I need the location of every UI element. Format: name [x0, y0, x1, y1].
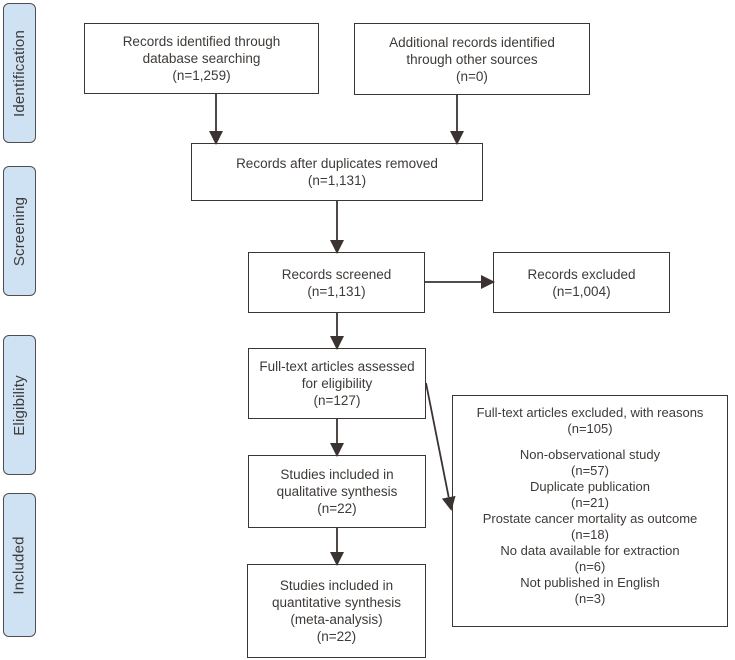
box-records-excluded: Records excluded (n=1,004) — [493, 252, 670, 313]
box-fulltext-assessed: Full-text articles assessed for eligibil… — [248, 348, 426, 419]
stage-label-included: Included — [3, 493, 36, 637]
stage-label-included-text: Included — [11, 535, 28, 595]
exclusion-reason-count: (n=57) — [571, 463, 609, 478]
exclusion-reason-label: No data available for extraction — [500, 543, 680, 558]
stage-label-screening: Screening — [3, 166, 36, 296]
exclusion-reason-item: Not published in English (n=3) — [453, 575, 727, 607]
box-quantitative-synthesis-text: Studies included in quantitative synthes… — [271, 578, 402, 644]
box-records-identified-text: Records identified through database sear… — [122, 34, 281, 83]
box-additional-records-text: Additional records identified through ot… — [389, 34, 555, 84]
box-records-excluded-text: Records excluded (n=1,004) — [527, 266, 636, 299]
stage-label-identification-text: Identification — [11, 29, 28, 117]
exclusion-reason-label: Non-observational study — [519, 447, 661, 462]
box-records-screened-text: Records screened (n=1,131) — [281, 266, 392, 299]
exclusion-reason-count: (n=6) — [574, 559, 606, 574]
exclusion-reason-count: (n=3) — [574, 591, 606, 606]
exclusion-reason-item: Non-observational study (n=57) — [453, 447, 727, 479]
stage-label-identification: Identification — [3, 3, 36, 143]
stage-label-screening-text: Screening — [11, 196, 29, 266]
box-fulltext-excluded-title: Full-text articles excluded, with reason… — [476, 405, 704, 436]
box-qualitative-synthesis-text: Studies included in qualitative synthesi… — [276, 467, 398, 516]
box-records-identified: Records identified through database sear… — [84, 23, 319, 94]
box-duplicates-removed-text: Records after duplicates removed (n=1,13… — [236, 156, 438, 188]
box-qualitative-synthesis: Studies included in qualitative synthesi… — [248, 455, 426, 528]
box-additional-records: Additional records identified through ot… — [354, 23, 590, 95]
exclusion-reason-count: (n=21) — [571, 495, 609, 510]
box-fulltext-assessed-text: Full-text articles assessed for eligibil… — [259, 359, 415, 408]
arrow-fulltext-to-excluded-reasons — [425, 382, 456, 511]
box-duplicates-removed: Records after duplicates removed (n=1,13… — [191, 143, 483, 201]
exclusion-reason-count: (n=18) — [571, 527, 609, 542]
stage-label-eligibility-text: Eligibility — [11, 374, 28, 436]
exclusion-reason-item: Duplicate publication (n=21) — [453, 479, 727, 511]
exclusion-reasons-list: Non-observational study (n=57) Duplicate… — [453, 447, 727, 607]
exclusion-reason-label: Duplicate publication — [530, 479, 650, 494]
box-fulltext-excluded: Full-text articles excluded, with reason… — [452, 395, 728, 627]
exclusion-reason-label: Prostate cancer mortality as outcome — [482, 511, 698, 526]
stage-label-eligibility: Eligibility — [3, 335, 36, 475]
box-quantitative-synthesis: Studies included in quantitative synthes… — [247, 564, 426, 658]
box-records-screened: Records screened (n=1,131) — [248, 252, 425, 313]
exclusion-reason-item: No data available for extraction (n=6) — [453, 543, 727, 575]
exclusion-reason-label: Not published in English — [520, 575, 660, 590]
exclusion-reason-item: Prostate cancer mortality as outcome (n=… — [453, 511, 727, 543]
